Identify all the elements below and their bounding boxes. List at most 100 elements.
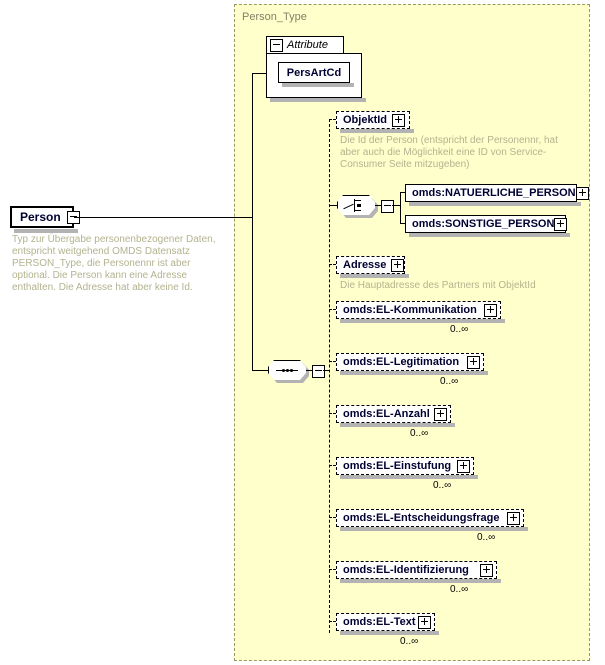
- element-objektid[interactable]: ObjektId: [336, 111, 410, 129]
- element-sonstige-person-label: omds:SONSTIGE_PERSON: [412, 218, 555, 230]
- element-el-anzahl-shadow: [340, 423, 455, 427]
- connector-to-choice: [329, 205, 337, 206]
- root-element-label: Person: [20, 210, 61, 224]
- element-sonstige-person-wrap: [405, 215, 570, 241]
- element-el-kommunikation-occurrence: 0..∞: [450, 324, 469, 335]
- choice-glyph: [343, 199, 369, 212]
- root-shadow: [14, 229, 78, 233]
- element-adresse[interactable]: Adresse: [336, 256, 405, 274]
- element-sonstige-person[interactable]: omds:SONSTIGE_PERSON: [405, 215, 568, 233]
- element-objektid-shadow: [340, 129, 414, 133]
- sequence-collapse-icon[interactable]: [312, 365, 325, 378]
- expand-icon[interactable]: [575, 186, 589, 200]
- choice-collapse-icon[interactable]: [381, 200, 394, 213]
- connector-trunk-to-sequence: [252, 370, 268, 371]
- element-adresse-documentation: Die Hauptadresse des Partners mit Objekt…: [340, 280, 536, 291]
- expand-icon[interactable]: [418, 615, 431, 629]
- element-el-einstufung[interactable]: omds:EL-Einstufung: [336, 457, 474, 475]
- expand-icon[interactable]: [392, 113, 406, 127]
- element-el-einstufung-label: omds:EL-Einstufung: [343, 460, 452, 472]
- element-natuerliche-person-wrap: [405, 184, 581, 210]
- element-adresse-label: Adresse: [343, 259, 387, 271]
- choice-compositor[interactable]: [337, 195, 381, 219]
- sequence-compositor[interactable]: [268, 360, 312, 384]
- root-element-person[interactable]: Person: [10, 206, 80, 228]
- element-el-legitimation-shadow: [340, 371, 488, 375]
- element-natuerliche-person-label: omds:NATUERLICHE_PERSON: [412, 187, 576, 199]
- element-el-legitimation-occurrence: 0..∞: [440, 376, 459, 387]
- element-el-legitimation-wrap: [336, 353, 488, 379]
- connector-type-trunk: [252, 73, 253, 370]
- element-el-identifizierung-shadow: [340, 579, 501, 583]
- connector-to-adresse: [329, 264, 340, 265]
- attribute-persartcd-shadow: [282, 83, 354, 87]
- connector-choice-to-option-1: [400, 192, 408, 193]
- collapse-icon[interactable]: [270, 38, 283, 52]
- element-el-entscheidungsfrage-wrap: [336, 509, 528, 535]
- connector-trunk-to-attribute: [252, 73, 266, 74]
- element-el-text-label: omds:EL-Text: [343, 616, 416, 628]
- element-el-anzahl-label: omds:EL-Anzahl: [343, 408, 430, 420]
- element-el-anzahl[interactable]: omds:EL-Anzahl: [336, 405, 451, 423]
- element-el-entscheidungsfrage-label: omds:EL-Entscheidungsfrage: [343, 512, 500, 524]
- element-el-einstufung-shadow: [340, 475, 478, 479]
- attribute-persartcd-label: PersArtCd: [286, 66, 342, 79]
- element-el-kommunikation[interactable]: omds:EL-Kommunikation: [336, 301, 501, 319]
- element-el-identifizierung-label: omds:EL-Identifizierung: [343, 564, 469, 576]
- expand-icon[interactable]: [480, 563, 493, 577]
- element-el-text-shadow: [340, 631, 439, 635]
- expand-icon[interactable]: [554, 217, 568, 231]
- element-el-entscheidungsfrage-shadow: [340, 527, 528, 531]
- expand-icon[interactable]: [484, 303, 497, 317]
- connector-to-el-anzahl: [329, 413, 340, 414]
- choice-icon: [337, 195, 375, 215]
- element-el-einstufung-wrap: [336, 457, 478, 483]
- attribute-group-shadow-wrap: [266, 36, 366, 102]
- connector-to-el-identifizierung: [329, 569, 340, 570]
- connector-choice-branch-stem: [392, 205, 400, 206]
- attribute-group-label: Attribute: [287, 39, 328, 51]
- element-el-kommunikation-label: omds:EL-Kommunikation: [343, 304, 477, 316]
- element-el-legitimation[interactable]: omds:EL-Legitimation: [336, 353, 484, 371]
- attribute-persartcd[interactable]: PersArtCd: [278, 62, 350, 83]
- element-el-legitimation-label: omds:EL-Legitimation: [343, 356, 460, 368]
- connector-choice-to-option-2: [400, 223, 408, 224]
- element-el-anzahl-wrap: [336, 405, 455, 431]
- expand-icon[interactable]: [467, 355, 480, 369]
- expand-icon[interactable]: [507, 511, 520, 525]
- element-objektid-documentation: Die Id der Person (entspricht der Person…: [340, 135, 558, 170]
- element-el-identifizierung[interactable]: omds:EL-Identifizierung: [336, 561, 497, 579]
- element-el-entscheidungsfrage-occurrence: 0..∞: [477, 532, 496, 543]
- children-trunk: [329, 119, 330, 633]
- attribute-persartcd-wrap: [278, 62, 354, 88]
- sequence-glyph-dots: [276, 369, 298, 372]
- element-el-anzahl-occurrence: 0..∞: [410, 428, 429, 439]
- element-el-text[interactable]: omds:EL-Text: [336, 613, 435, 631]
- attribute-group-tab[interactable]: Attribute: [266, 36, 344, 54]
- connector-to-el-text: [329, 621, 340, 622]
- element-el-kommunikation-wrap: [336, 301, 505, 327]
- connector-root-to-type: [74, 217, 252, 218]
- expand-icon[interactable]: [457, 459, 470, 473]
- element-objektid-wrap: [336, 111, 414, 137]
- root-documentation: Typ zur Übergabe personenbezogener Daten…: [12, 234, 216, 293]
- element-el-entscheidungsfrage[interactable]: omds:EL-Entscheidungsfrage: [336, 509, 524, 527]
- element-el-identifizierung-occurrence: 0..∞: [450, 584, 469, 595]
- element-natuerliche-person[interactable]: omds:NATUERLICHE_PERSON: [405, 184, 589, 202]
- complex-type-title: Person_Type: [242, 11, 307, 23]
- element-objektid-label: ObjektId: [343, 114, 388, 126]
- element-sonstige-person-shadow: [409, 233, 570, 237]
- element-el-text-occurrence: 0..∞: [400, 636, 419, 647]
- connector-to-el-einstufung: [329, 465, 340, 466]
- expand-icon[interactable]: [434, 407, 447, 421]
- element-el-kommunikation-shadow: [340, 319, 505, 323]
- expand-icon[interactable]: [391, 258, 405, 272]
- connector-sequence-to-trunk: [323, 370, 329, 371]
- root-element-person-wrap: [10, 206, 78, 233]
- connector-sequence-out: [306, 370, 312, 371]
- element-adresse-wrap: [336, 256, 409, 282]
- element-natuerliche-person-shadow: [409, 202, 581, 206]
- connector-to-el-legitimation: [329, 361, 340, 362]
- element-adresse-shadow: [340, 274, 409, 278]
